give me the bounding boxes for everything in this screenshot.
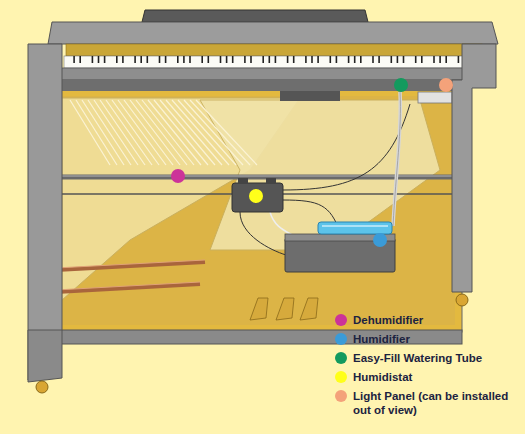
legend-row: Easy-Fill Watering Tube <box>335 351 520 365</box>
legend-text: Humidistat <box>353 370 412 384</box>
legend-row: Light Panel (can be installed out of vie… <box>335 389 520 417</box>
legend-swatch <box>335 314 347 326</box>
legend-text: Easy-Fill Watering Tube <box>353 351 482 365</box>
legend-swatch <box>335 333 347 345</box>
legend-swatch <box>335 352 347 364</box>
legend-row: Humidifier <box>335 332 520 346</box>
legend-swatch <box>335 390 347 402</box>
legend-text: Humidifier <box>353 332 410 346</box>
legend-swatch <box>335 371 347 383</box>
legend-text: Light Panel (can be installed out of vie… <box>353 389 513 417</box>
legend-row: Dehumidifier <box>335 313 520 327</box>
legend-text: Dehumidifier <box>353 313 423 327</box>
legend-row: Humidistat <box>335 370 520 384</box>
legend: DehumidifierHumidifierEasy-Fill Watering… <box>335 313 520 422</box>
